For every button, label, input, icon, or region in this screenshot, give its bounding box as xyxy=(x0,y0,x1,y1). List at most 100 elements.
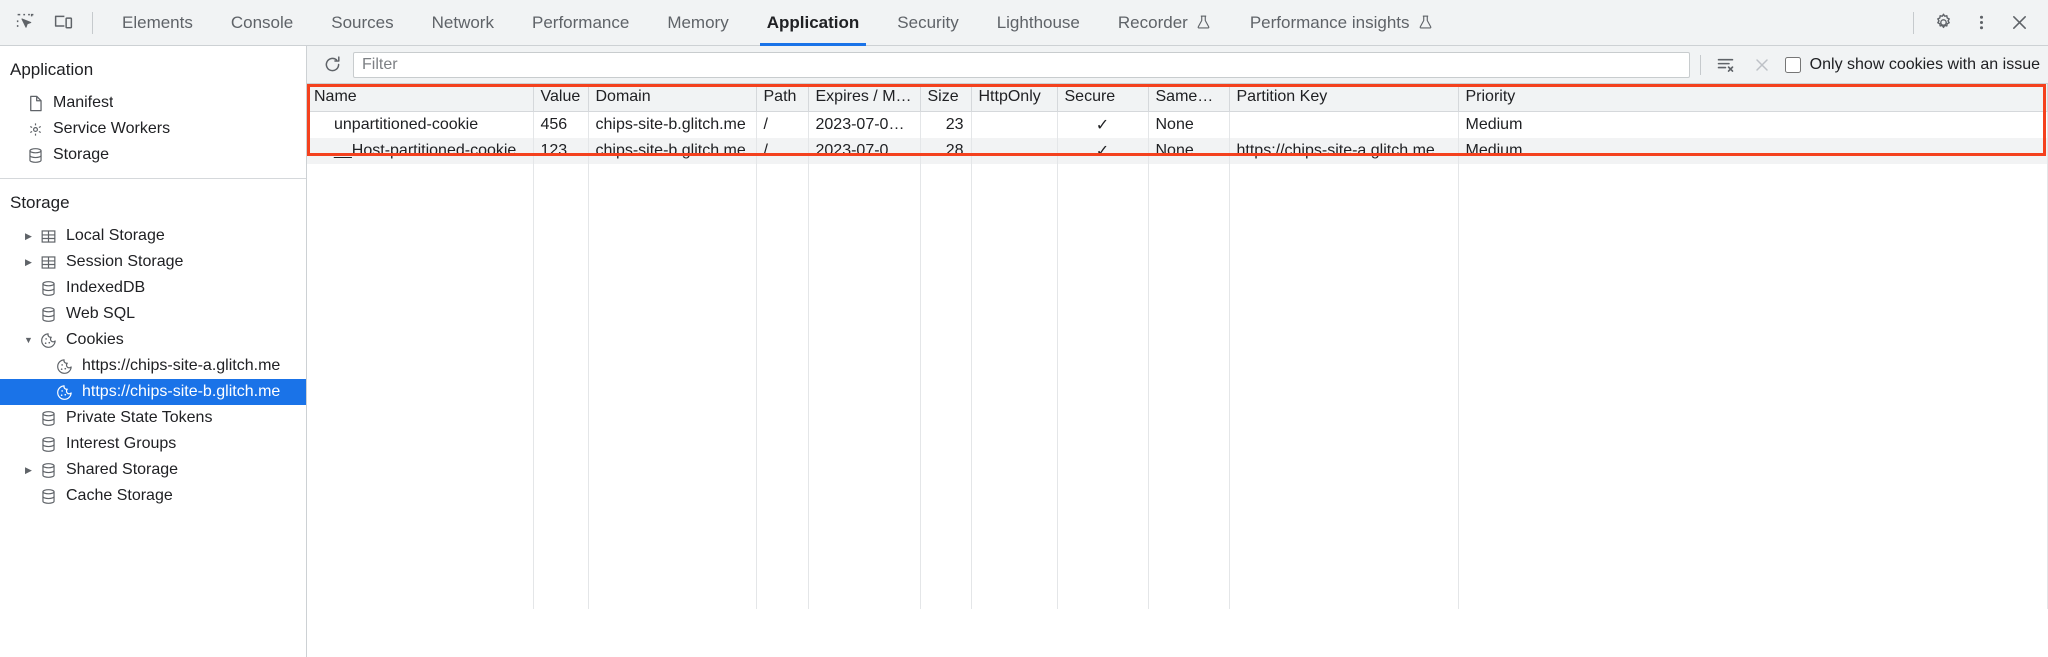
sidebar-item-cookie-origin-b[interactable]: https://chips-site-b.glitch.me xyxy=(0,379,306,405)
sidebar-item-label: Manifest xyxy=(53,94,114,111)
sidebar-item-indexeddb[interactable]: IndexedDB xyxy=(0,275,306,301)
cell-samesite[interactable]: None xyxy=(1148,137,1230,164)
table-icon xyxy=(37,225,59,247)
cell-httponly[interactable] xyxy=(971,137,1058,164)
tab-label: Elements xyxy=(122,12,193,32)
tab-performance-insights[interactable]: Performance insights xyxy=(1231,0,1453,46)
tab-elements[interactable]: Elements xyxy=(103,0,212,46)
column-header-path[interactable]: Path xyxy=(756,84,809,112)
chevron-right-icon[interactable]: ▶ xyxy=(25,256,32,267)
chevron-right-icon[interactable]: ▶ xyxy=(25,230,32,241)
cell-priority[interactable]: Medium xyxy=(1458,111,2048,138)
application-sidebar: Application Manifest xyxy=(0,46,307,657)
cell-partition-key[interactable]: https://chips-site-a.glitch.me xyxy=(1229,137,1459,164)
cell-priority[interactable]: Medium xyxy=(1458,137,2048,164)
cell-size[interactable]: 28 xyxy=(920,137,972,164)
sidebar-item-cache-storage[interactable]: Cache Storage xyxy=(0,483,306,509)
sidebar-item-cookies[interactable]: ▼ Cookies xyxy=(0,327,306,353)
only-issues-checkbox-wrap[interactable]: Only show cookies with an issue xyxy=(1783,56,2040,74)
cell-value[interactable]: 123 xyxy=(533,137,589,164)
manifest-document-icon xyxy=(24,92,46,114)
settings-gear-icon[interactable] xyxy=(1924,5,1962,41)
table-row[interactable]: unpartitioned-cookie 456 chips-site-b.gl… xyxy=(307,111,2048,138)
cell-samesite[interactable]: None xyxy=(1148,111,1230,138)
tab-network[interactable]: Network xyxy=(413,0,513,46)
sidebar-item-private-state-tokens[interactable]: Private State Tokens xyxy=(0,405,306,431)
cell-domain[interactable]: chips-site-b.glitch.me xyxy=(588,137,757,164)
column-header-value[interactable]: Value xyxy=(533,84,589,112)
table-row[interactable]: __Host-partitioned-cookie 123 chips-site… xyxy=(307,137,2048,164)
refresh-icon[interactable] xyxy=(317,51,347,79)
tab-security[interactable]: Security xyxy=(878,0,977,46)
tab-application[interactable]: Application xyxy=(748,0,879,46)
cell-secure[interactable]: ✓ xyxy=(1057,137,1149,164)
cell-secure[interactable]: ✓ xyxy=(1057,111,1149,138)
toolbar-right-actions xyxy=(1903,5,2038,41)
sidebar-item-label: Storage xyxy=(53,146,110,163)
tab-memory[interactable]: Memory xyxy=(648,0,747,46)
cell-name[interactable]: unpartitioned-cookie xyxy=(307,111,534,138)
clear-filter-icon[interactable] xyxy=(1711,51,1741,79)
sidebar-item-interest-groups[interactable]: Interest Groups xyxy=(0,431,306,457)
column-header-httponly[interactable]: HttpOnly xyxy=(971,84,1058,112)
sidebar-item-manifest[interactable]: Manifest xyxy=(0,90,306,116)
cell-domain[interactable]: chips-site-b.glitch.me xyxy=(588,111,757,138)
device-toolbar-icon[interactable] xyxy=(44,5,82,41)
cookies-filter-toolbar: Only show cookies with an issue xyxy=(307,46,2048,84)
only-issues-label[interactable]: Only show cookies with an issue xyxy=(1809,55,2040,73)
tab-label: Performance xyxy=(531,12,630,32)
cookie-icon xyxy=(53,381,75,403)
column-header-partition-key[interactable]: Partition Key xyxy=(1229,84,1459,112)
filter-input[interactable] xyxy=(353,51,1690,78)
tab-lighthouse[interactable]: Lighthouse xyxy=(978,0,1099,46)
chevron-right-icon[interactable]: ▶ xyxy=(25,464,32,475)
clear-x-icon[interactable] xyxy=(1747,51,1777,79)
only-issues-checkbox[interactable] xyxy=(1784,56,1801,73)
sidebar-item-session-storage[interactable]: ▶ Session Storage xyxy=(0,249,306,275)
more-options-icon[interactable] xyxy=(1962,5,2000,41)
sidebar-item-cookie-origin-a[interactable]: https://chips-site-a.glitch.me xyxy=(0,353,306,379)
empty-row xyxy=(307,163,2048,609)
cell-name[interactable]: __Host-partitioned-cookie xyxy=(307,137,534,164)
close-devtools-icon[interactable] xyxy=(2000,5,2038,41)
column-header-secure[interactable]: Secure xyxy=(1057,84,1149,112)
column-header-size[interactable]: Size xyxy=(920,84,972,112)
sidebar-item-service-workers[interactable]: Service Workers xyxy=(0,116,306,142)
column-header-domain[interactable]: Domain xyxy=(588,84,757,112)
devtools-main-toolbar: Elements Console Sources Network Perform… xyxy=(0,0,2048,46)
tab-console[interactable]: Console xyxy=(212,0,312,46)
column-header-name[interactable]: Name xyxy=(307,84,534,112)
cell-httponly[interactable] xyxy=(971,111,1058,138)
cookies-panel: Only show cookies with an issue Name xyxy=(307,46,2048,657)
inspect-element-icon[interactable] xyxy=(6,5,44,41)
experiment-flask-icon xyxy=(1417,14,1434,31)
cell-path[interactable]: / xyxy=(756,111,809,138)
column-header-priority[interactable]: Priority xyxy=(1458,84,2048,112)
cell-expires[interactable]: 2023-07-07… xyxy=(808,137,921,164)
sidebar-item-shared-storage[interactable]: ▶ Shared Storage xyxy=(0,457,306,483)
tab-sources[interactable]: Sources xyxy=(312,0,412,46)
column-header-samesite[interactable]: SameSite xyxy=(1148,84,1230,112)
sidebar-item-label: Session Storage xyxy=(66,253,184,270)
cell-partition-key[interactable] xyxy=(1229,111,1459,138)
cell-size[interactable]: 23 xyxy=(920,111,972,138)
tab-label: Application xyxy=(766,12,860,32)
tab-label: Memory xyxy=(667,12,729,32)
database-icon xyxy=(37,433,59,455)
column-header-expires[interactable]: Expires / M… xyxy=(808,84,921,112)
cell-value[interactable]: 456 xyxy=(533,111,589,138)
sidebar-section-title-storage: Storage xyxy=(10,193,70,212)
chevron-down-icon[interactable]: ▼ xyxy=(24,335,33,345)
sidebar-item-storage[interactable]: Storage xyxy=(0,142,306,168)
tab-label: Performance insights xyxy=(1249,12,1410,32)
sidebar-item-local-storage[interactable]: ▶ Local Storage xyxy=(0,223,306,249)
filterbar-divider xyxy=(1699,54,1701,75)
cell-expires[interactable]: 2023-07-07… xyxy=(808,111,921,138)
tab-recorder[interactable]: Recorder xyxy=(1099,0,1231,46)
cell-path[interactable]: / xyxy=(756,137,809,164)
service-workers-icon xyxy=(24,118,46,140)
database-icon xyxy=(37,459,59,481)
sidebar-item-web-sql[interactable]: Web SQL xyxy=(0,301,306,327)
database-icon xyxy=(37,407,59,429)
tab-performance[interactable]: Performance xyxy=(513,0,648,46)
